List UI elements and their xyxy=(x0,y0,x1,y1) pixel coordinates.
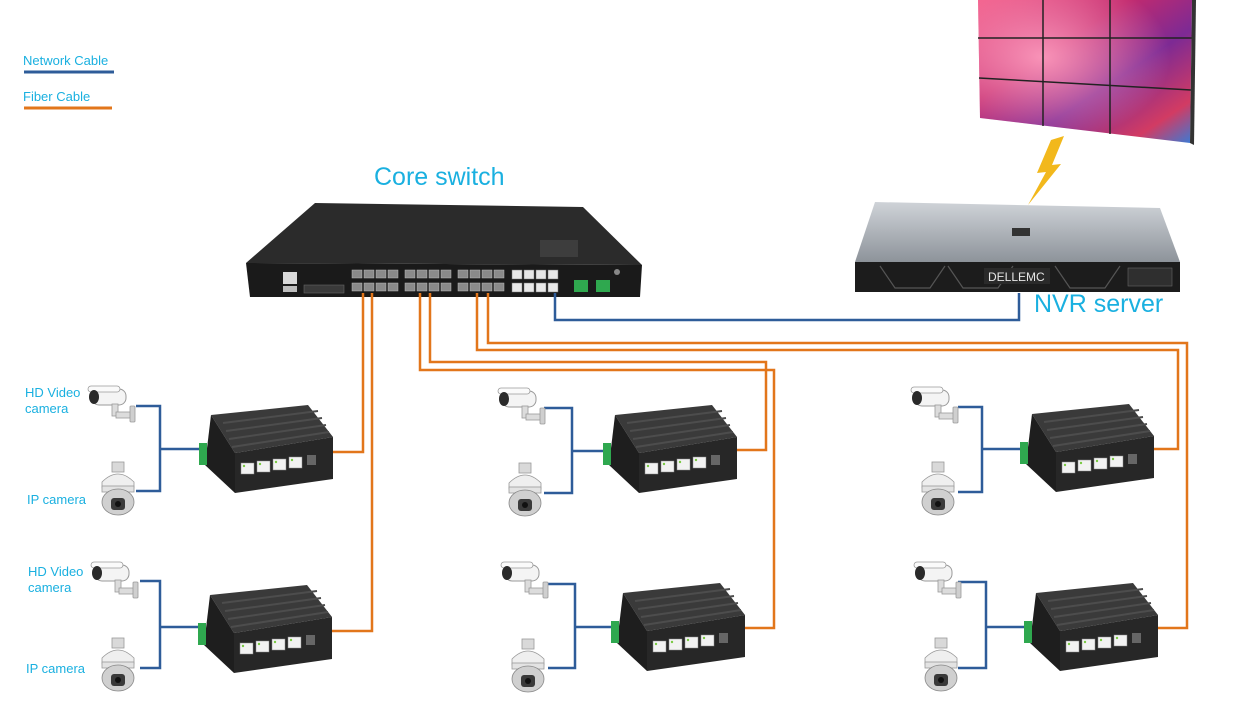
dome-camera-icon xyxy=(921,461,955,516)
nvr-server-title: NVR server xyxy=(1034,290,1164,318)
core-switch-icon xyxy=(246,203,642,297)
server-icon: DELLEMC xyxy=(855,202,1180,292)
edge-switch-icon xyxy=(198,404,334,494)
legend-network-label: Network Cable xyxy=(23,53,109,68)
edge-switch-icon xyxy=(602,404,738,494)
network-cable-nvr xyxy=(553,293,1021,322)
core-switch-title: Core switch xyxy=(374,163,505,191)
dome-camera-icon xyxy=(101,461,135,516)
dome-camera-icon xyxy=(508,462,542,517)
bullet-camera-icon xyxy=(500,561,549,599)
legend-fiber-label: Fiber Cable xyxy=(23,89,91,104)
hd-camera-label-line2: camera xyxy=(25,401,69,416)
video-wall-icon xyxy=(978,0,1196,145)
fiber-cable-l2 xyxy=(332,293,374,633)
fiber-cable-m1 xyxy=(428,293,768,452)
camera-cables xyxy=(136,404,1025,670)
dome-camera-icon xyxy=(511,638,545,693)
hd-camera-label: HD Video camera xyxy=(28,564,83,596)
edge-switch-icon xyxy=(1019,403,1155,493)
bullet-camera-icon xyxy=(497,387,546,425)
edge-switch-icon xyxy=(610,582,746,672)
dome-camera-icon xyxy=(101,637,135,692)
lightning-icon xyxy=(1028,136,1064,205)
fiber-cables xyxy=(331,293,1189,633)
fiber-cable-l1 xyxy=(331,293,365,454)
server-brand: DELLEMC xyxy=(988,270,1045,284)
ip-camera-label: IP camera xyxy=(26,661,86,676)
bullet-camera-icon xyxy=(90,561,139,599)
bullet-camera-icon xyxy=(910,386,959,424)
fiber-cable-r2 xyxy=(486,293,1189,630)
dome-camera-icon xyxy=(924,637,958,692)
fiber-cable-m2 xyxy=(418,293,776,630)
hd-camera-label-line1: HD Video xyxy=(28,564,84,579)
hd-camera-label-line2: camera xyxy=(28,580,72,595)
ip-camera-label: IP camera xyxy=(27,492,87,507)
hd-camera-label-line1: HD Video xyxy=(25,385,81,400)
edge-switch-icon xyxy=(1023,582,1159,672)
edge-switch-icon xyxy=(197,584,333,674)
bullet-camera-icon xyxy=(87,385,136,423)
fiber-cable-r1 xyxy=(475,293,1180,451)
bullet-camera-icon xyxy=(913,561,962,599)
hd-camera-label: HD Video camera xyxy=(25,385,80,417)
